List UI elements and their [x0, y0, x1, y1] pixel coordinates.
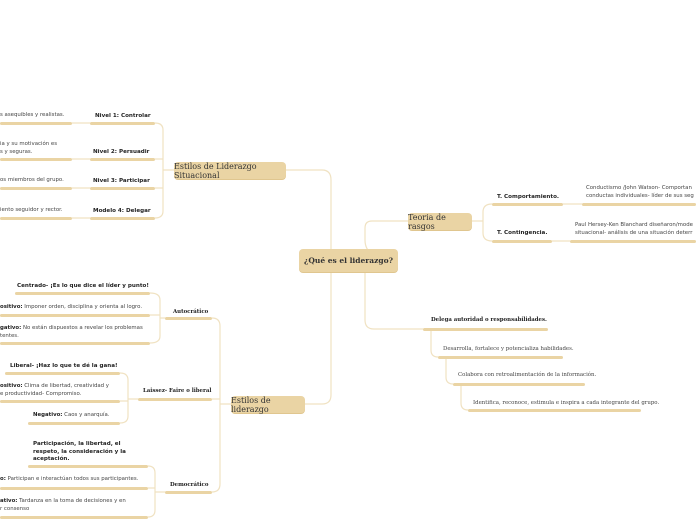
modelo-4[interactable]: Modelo 4: Delegar: [93, 208, 151, 214]
estilos-node[interactable]: Estilos de liderazgo: [231, 395, 305, 414]
modelo-4-text: iento seguidor y rector.: [0, 207, 63, 213]
desarrolla-item[interactable]: Desarrolla, fortalece y potencializa hab…: [443, 346, 574, 352]
t-contingencia-text: Paul Hersey-Ken Blanchard diseñaron/mode…: [575, 222, 693, 236]
colabora-item[interactable]: Colabora con retroalimentación de la inf…: [458, 372, 597, 378]
nivel-1[interactable]: Nivel 1: Controlar: [95, 113, 151, 119]
rasgos-node[interactable]: Teoria de rasgos: [408, 212, 472, 231]
situacional-label: Estilos de Liderazgo Situacional: [174, 161, 257, 180]
nivel-3[interactable]: Nivel 3: Participar: [93, 178, 150, 184]
democratico-positivo: o: Participan e interactúan todos sus pa…: [0, 476, 139, 482]
autocratico-positivo: ositivo: Imponer orden, disciplina y ori…: [0, 304, 143, 310]
t-contingencia[interactable]: T. Contingencia.: [497, 230, 548, 236]
delega-item[interactable]: Delega autoridad o responsabilidades.: [431, 317, 547, 323]
autocratico[interactable]: Autocrático: [173, 309, 209, 315]
central-label: ¿Qué es el liderazgo?: [303, 256, 394, 265]
laissez-positivo: ositivo: Clima de libertad, creatividad …: [0, 383, 110, 397]
nivel-2[interactable]: Nivel 2: Persuadir: [93, 149, 150, 155]
liberal: Liberal- ¡Haz lo que te dé la gana!: [10, 363, 118, 369]
laissez-faire[interactable]: Laissez- Faire o liberal: [143, 388, 212, 394]
autocratico-negativo: gativo: No están dispuestos a revelar lo…: [0, 325, 143, 339]
central-node[interactable]: ¿Qué es el liderazgo?: [299, 249, 398, 272]
nivel-3-text: os miembros del grupo.: [0, 177, 64, 183]
estilos-label: Estilos de liderazgo: [231, 395, 271, 414]
situacional-node[interactable]: Estilos de Liderazgo Situacional: [174, 161, 286, 180]
centrado: Centrado- ¡Es lo que dice el líder y pun…: [17, 283, 149, 289]
nivel-1-text: s asequibles y realistas.: [0, 112, 65, 118]
democratico[interactable]: Democrático: [170, 482, 209, 488]
t-comportamiento[interactable]: T. Comportamiento.: [497, 194, 560, 200]
democratico-negativo: ativo: Tardanza en la toma de decisiones…: [0, 498, 126, 512]
rasgos-label: Teoria de rasgos: [408, 212, 446, 231]
laissez-negativo: Negativo: Caos y anarquía.: [33, 412, 110, 418]
identifica-item[interactable]: Identifica, reconoce, estimula e inspira…: [473, 400, 660, 406]
